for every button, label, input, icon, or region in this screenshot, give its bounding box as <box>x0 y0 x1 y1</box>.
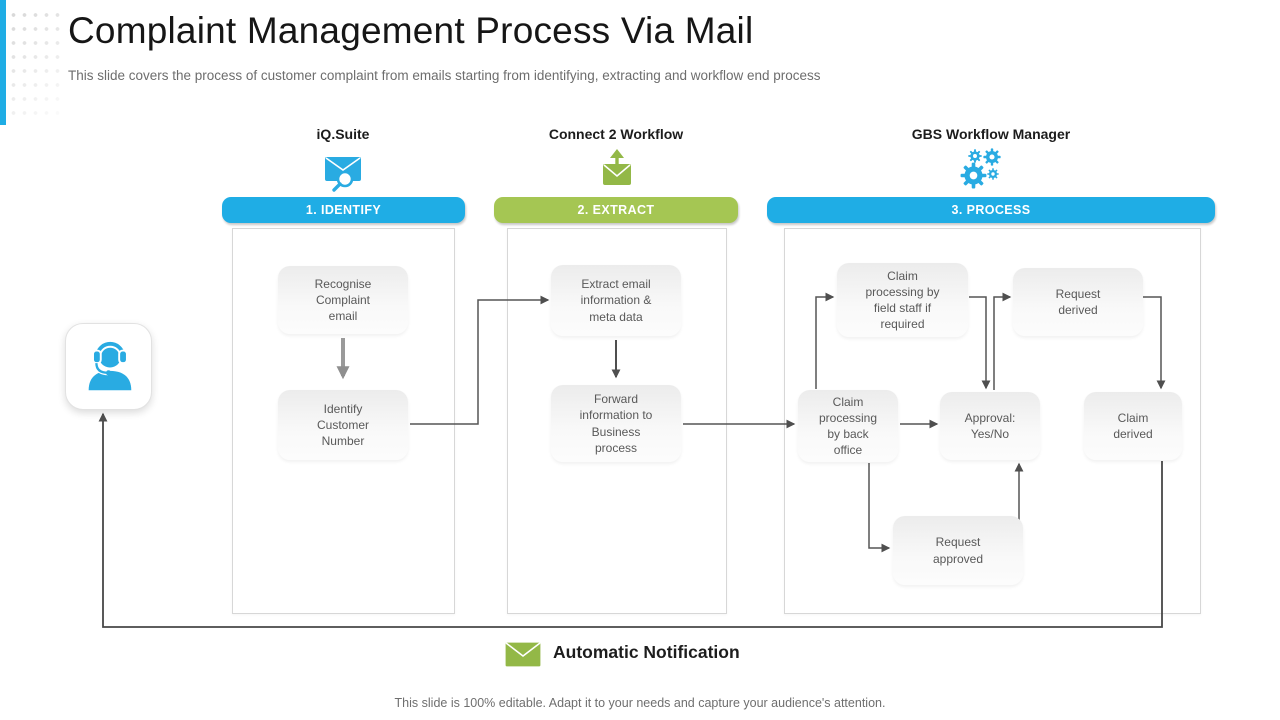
mail-search-icon <box>325 157 361 192</box>
node-claim-derived: Claim derived <box>1084 392 1182 460</box>
node-forward-information: Forward information to Business process <box>551 385 681 462</box>
node-request-approved: Request approved <box>893 516 1023 585</box>
editable-note: This slide is 100% editable. Adapt it to… <box>394 696 886 710</box>
page-subtitle: This slide covers the process of custome… <box>68 68 821 83</box>
node-recognise-complaint-email: Recognise Complaint email <box>278 266 408 334</box>
tool-name-connect2workflow: Connect 2 Workflow <box>548 126 684 142</box>
gears-icon <box>960 148 1001 189</box>
node-approval-yes-no: Approval: Yes/No <box>940 392 1040 460</box>
customer-agent-card <box>65 323 152 410</box>
node-claim-processing-field-staff: Claim processing by field staff if requi… <box>837 263 968 337</box>
mail-icon <box>504 641 542 668</box>
mail-upload-icon <box>603 149 631 185</box>
node-extract-email-information: Extract email information & meta data <box>551 265 681 336</box>
node-claim-processing-back-office: Claim processing by back office <box>798 390 898 462</box>
support-agent-icon <box>88 339 131 390</box>
page-title: Complaint Management Process Via Mail <box>68 10 754 51</box>
stage-banner-extract: 2. EXTRACT <box>494 197 738 223</box>
tool-name-gbs-workflow-manager: GBS Workflow Manager <box>911 126 1071 142</box>
node-request-derived: Request derived <box>1013 268 1143 336</box>
dot-grid-decoration <box>8 8 62 120</box>
stage-banner-identify: 1. IDENTIFY <box>222 197 465 223</box>
accent-bar <box>0 0 6 125</box>
automatic-notification-label: Automatic Notification <box>553 642 740 662</box>
node-identify-customer-number: Identify Customer Number <box>278 390 408 460</box>
tool-name-iqsuite: iQ.Suite <box>316 126 370 142</box>
stage-banner-process: 3. PROCESS <box>767 197 1215 223</box>
